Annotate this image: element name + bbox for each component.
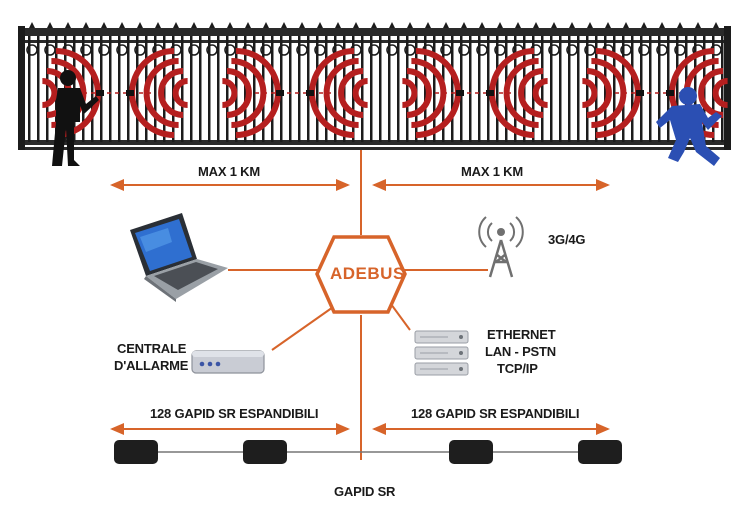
mobile-label: 3G/4G [548, 232, 586, 247]
bus-label-right: 128 GAPID SR ESPANDIBILI [411, 406, 580, 421]
network-label-1: ETHERNET [487, 327, 556, 342]
distance-label-right: MAX 1 KM [461, 164, 523, 179]
gapid-device [243, 440, 287, 464]
distance-label-left: MAX 1 KM [198, 164, 260, 179]
gapid-device [114, 440, 158, 464]
gapid-device [449, 440, 493, 464]
hub-label: ADEBUS [330, 264, 405, 283]
device-label: GAPID SR [334, 484, 396, 499]
alarm-panel-icon [191, 350, 265, 374]
laptop-icon [130, 213, 228, 302]
gapid-device [578, 440, 622, 464]
bus-label-left: 128 GAPID SR ESPANDIBILI [150, 406, 319, 421]
connection-lines [228, 150, 488, 460]
sensor-waves [42, 48, 728, 138]
network-label-3: TCP/IP [497, 361, 538, 376]
intruder-figure-icon [656, 87, 722, 166]
alarm-panel-label-2: D'ALLARME [114, 358, 189, 373]
guard-figure-icon [52, 70, 99, 166]
antenna-tower-icon [478, 216, 524, 278]
adebus-hub [315, 235, 407, 314]
alarm-panel-label-1: CENTRALE [117, 341, 187, 356]
server-icon [414, 330, 469, 376]
network-label-2: LAN - PSTN [485, 344, 556, 359]
